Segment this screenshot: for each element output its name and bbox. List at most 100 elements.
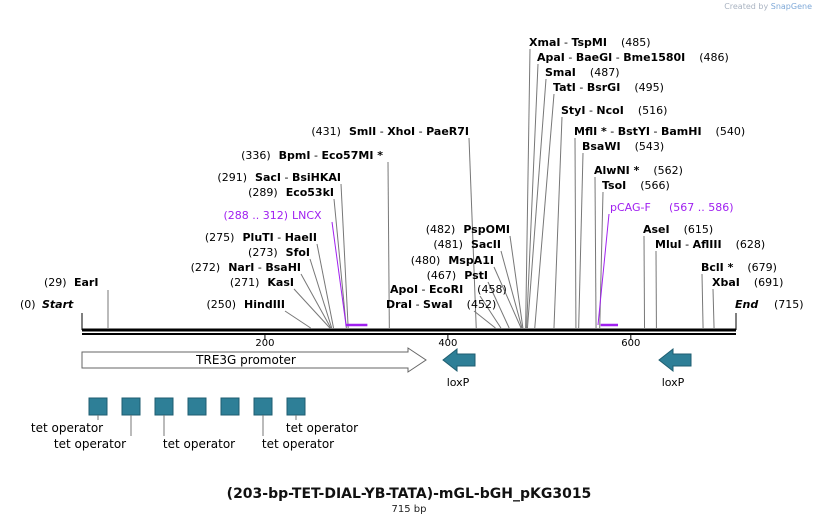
svg-text:SacII: SacII <box>471 238 501 251</box>
enzyme-name-xhoi: XhoI <box>387 125 415 138</box>
svg-text:AseI: AseI <box>643 223 670 236</box>
ruler-tick-label: 400 <box>438 338 457 349</box>
enzyme-separator: - <box>254 261 265 274</box>
svg-text:SacI - BsiHKAI: SacI - BsiHKAI <box>255 171 341 184</box>
enzyme-separator: - <box>682 238 693 251</box>
enzyme-site-eco53ki-leader <box>333 198 347 329</box>
svg-text:MflI * - BstYI - BamHI: MflI * - BstYI - BamHI <box>574 125 702 138</box>
enzyme-site-smai-label: SmaI <box>545 66 576 79</box>
enzyme-name-tati: TatI <box>553 81 576 94</box>
enzyme-site-mspa1i-leader <box>493 266 522 329</box>
enzyme-site-bpmi-leader <box>387 161 390 329</box>
enzyme-site-styi-label: StyI - NcoI <box>561 104 624 117</box>
enzyme-separator: - <box>376 125 387 138</box>
enzyme-site-smli-position: (431) <box>311 125 341 138</box>
tet-operator-box <box>286 397 306 416</box>
enzyme-name-bstyi: BstYI <box>618 125 650 138</box>
svg-text:StyI - NcoI: StyI - NcoI <box>561 104 624 117</box>
enzyme-name-bsihkai: BsiHKAI <box>292 171 341 184</box>
svg-text:PluTI - HaeII: PluTI - HaeII <box>242 231 317 244</box>
svg-text:BpmI - Eco57MI *: BpmI - Eco57MI * <box>279 149 384 162</box>
svg-text:EarI: EarI <box>74 276 98 289</box>
enzyme-name-apai: ApaI <box>537 51 565 64</box>
enzyme-name-nari: NarI <box>228 261 254 274</box>
enzyme-site-apai-position: (486) <box>699 51 729 64</box>
enzyme-name-bsawi: BsaWI <box>582 140 621 153</box>
enzyme-site-hindiii-position: (250) <box>206 298 236 311</box>
enzyme-site-eari-label: EarI <box>74 276 98 289</box>
enzyme-name-eco53ki: Eco53kI <box>286 186 334 199</box>
enzyme-site-nari-leader <box>300 273 332 329</box>
enzyme-site-bpmi-label: BpmI - Eco57MI * <box>279 149 384 162</box>
enzyme-site-asei-leader <box>643 235 646 329</box>
svg-text:KasI: KasI <box>267 276 294 289</box>
enzyme-name-apoi: ApoI <box>390 283 418 296</box>
svg-text:TsoI: TsoI <box>602 179 626 192</box>
enzyme-site-kasi-leader <box>293 288 331 329</box>
enzyme-site-tati-leader <box>534 93 555 329</box>
svg-text:Eco53kI: Eco53kI <box>286 186 334 199</box>
loxp-1-arrow <box>442 347 476 373</box>
svg-text:NarI - BsaHI: NarI - BsaHI <box>228 261 301 274</box>
enzyme-site-eari-position: (29) <box>44 276 67 289</box>
enzyme-site-hindiii-leader <box>284 310 311 329</box>
enzyme-name-sacii: SacII <box>471 238 501 251</box>
enzyme-site-pspomi-label: PspOMI <box>463 223 510 236</box>
enzyme-name-alwni: AlwNI * <box>594 164 640 177</box>
tet-operator-box <box>121 397 141 416</box>
svg-text:ApaI - BaeGI - Bme1580I: ApaI - BaeGI - Bme1580I <box>537 51 685 64</box>
enzyme-site-sfoi-position: (273) <box>248 246 278 259</box>
enzyme-name-pspomi: PspOMI <box>463 223 510 236</box>
svg-text:HindIII: HindIII <box>244 298 285 311</box>
loxp-2-label: loxP <box>662 376 685 389</box>
svg-text:DraI - SwaI: DraI - SwaI <box>386 298 453 311</box>
enzyme-site-sfoi-label: SfoI <box>286 246 310 259</box>
enzyme-name-smai: SmaI <box>545 66 576 79</box>
enzyme-site-kasi-label: KasI <box>267 276 294 289</box>
enzyme-name-asei: AseI <box>643 223 670 236</box>
svg-text:XbaI: XbaI <box>712 276 740 289</box>
tet-operator-label-3: tet operator <box>163 437 235 451</box>
svg-text:TatI - BsrGI: TatI - BsrGI <box>553 81 620 94</box>
svg-text:SmlI - XhoI - PaeR7I: SmlI - XhoI - PaeR7I <box>349 125 469 138</box>
enzyme-site-mfli-leader <box>574 137 577 329</box>
enzyme-site-bsawi-label: BsaWI <box>582 140 621 153</box>
enzyme-name-haeii: HaeII <box>285 231 317 244</box>
enzyme-separator: - <box>274 231 285 244</box>
svg-text:SfoI: SfoI <box>286 246 310 259</box>
svg-text:XmaI - TspMI: XmaI - TspMI <box>529 36 607 49</box>
enzyme-site-xmai-leader <box>525 48 531 329</box>
snapgene-watermark: Created by SnapGene <box>724 2 812 11</box>
watermark-prefix: Created by <box>724 2 769 11</box>
enzyme-separator: - <box>560 36 571 49</box>
enzyme-separator: - <box>311 149 322 162</box>
enzyme-site-psti-position: (467) <box>427 269 457 282</box>
enzyme-site-pluti-leader <box>316 243 335 329</box>
enzyme-site-alwni-leader <box>594 176 597 329</box>
enzyme-name-psti: PstI <box>464 269 488 282</box>
enzyme-name-mspa1i: MspA1I <box>448 254 494 267</box>
enzyme-separator: - <box>607 125 618 138</box>
svg-text:MspA1I: MspA1I <box>448 254 494 267</box>
enzyme-site-apoi-position: (458) <box>477 283 507 296</box>
enzyme-name-swai: SwaI <box>423 298 453 311</box>
enzyme-site-apai-label: ApaI - BaeGI - Bme1580I <box>537 51 685 64</box>
primer-lncx-leader <box>331 221 347 326</box>
enzyme-name-sfoi: SfoI <box>286 246 310 259</box>
enzyme-separator: - <box>585 104 596 117</box>
enzyme-site-pluti-position: (275) <box>205 231 235 244</box>
enzyme-name-paer7i: PaeR7I <box>426 125 469 138</box>
enzyme-site-xmai-label: XmaI - TspMI <box>529 36 607 49</box>
enzyme-site-bsawi-position: (543) <box>635 140 665 153</box>
enzyme-name-styi: StyI <box>561 104 585 117</box>
svg-text:BclI *: BclI * <box>701 261 734 274</box>
enzyme-site-saci-position: (291) <box>217 171 247 184</box>
enzyme-name-mlui: MluI <box>655 238 682 251</box>
enzyme-name-bpmi: BpmI <box>279 149 311 162</box>
enzyme-name-eari: EarI <box>74 276 98 289</box>
enzyme-name-baegi: BaeGI <box>576 51 612 64</box>
enzyme-site-apoi-label: ApoI - EcoRI <box>390 283 463 296</box>
enzyme-site-mlui-position: (628) <box>736 238 766 251</box>
enzyme-site-sacii-label: SacII <box>471 238 501 251</box>
